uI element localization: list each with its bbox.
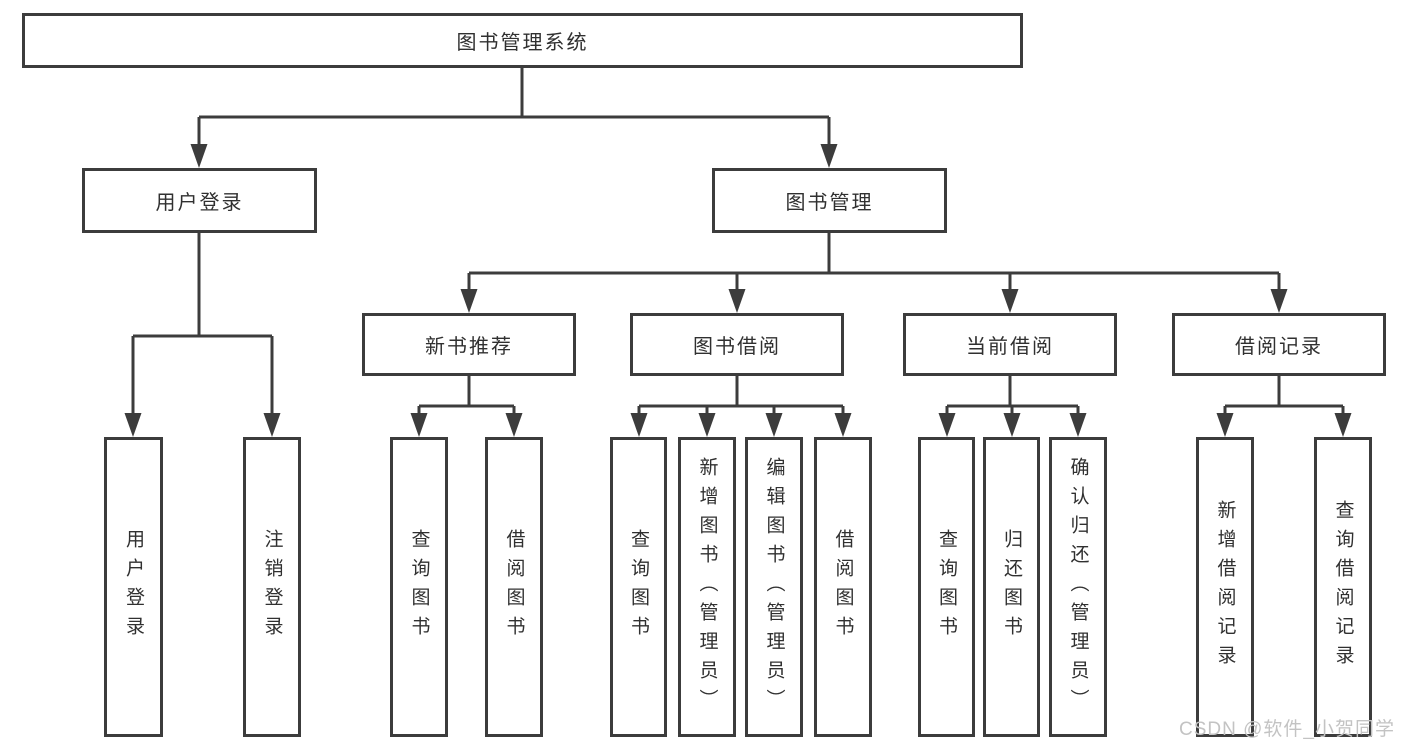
leaf-borrow-edit-book-admin: 编辑图书（管理员） [745,437,803,737]
node-user-login-label: 用户登录 [155,192,244,214]
node-borrow-record-label: 借阅记录 [1235,336,1323,358]
leaf-borrow-query-book: 查询图书 [610,437,667,737]
leaf-borrow-add-book-admin: 新增图书（管理员） [678,437,736,737]
node-current-borrow: 当前借阅 [903,313,1117,376]
node-book-management-label: 图书管理 [785,192,874,214]
leaf-borrow-borrow-book: 借阅图书 [814,437,872,737]
leaf-logout: 注销登录 [243,437,301,737]
leaf-borrow-add-book-admin-label: 新增图书（管理员） [696,456,718,718]
node-new-book-recommend-label: 新书推荐 [425,336,513,358]
leaf-user-login-label: 用户登录 [123,529,144,645]
node-root-label: 图书管理系统 [456,32,589,54]
leaf-newbook-query-book-label: 查询图书 [408,529,430,645]
leaf-record-add-borrow-record: 新增借阅记录 [1196,437,1254,737]
leaf-record-query-borrow-record: 查询借阅记录 [1314,437,1372,737]
node-book-management: 图书管理 [712,168,947,233]
node-borrow-record: 借阅记录 [1172,313,1386,376]
leaf-record-query-borrow-record-label: 查询借阅记录 [1332,500,1354,674]
leaf-current-confirm-return-admin: 确认归还（管理员） [1049,437,1107,737]
node-current-borrow-label: 当前借阅 [966,336,1054,358]
leaf-newbook-borrow-book-label: 借阅图书 [503,529,525,645]
leaf-current-return-book: 归还图书 [983,437,1040,737]
node-book-borrow-label: 图书借阅 [693,336,781,358]
leaf-current-query-book-label: 查询图书 [936,529,957,645]
leaf-current-return-book-label: 归还图书 [1001,529,1022,645]
node-root: 图书管理系统 [22,13,1023,68]
leaf-user-login: 用户登录 [104,437,163,737]
leaf-current-query-book: 查询图书 [918,437,975,737]
leaf-newbook-borrow-book: 借阅图书 [485,437,543,737]
leaf-logout-label: 注销登录 [261,529,283,645]
leaf-borrow-query-book-label: 查询图书 [628,529,649,645]
leaf-record-add-borrow-record-label: 新增借阅记录 [1214,500,1236,674]
node-book-borrow: 图书借阅 [630,313,844,376]
leaf-current-confirm-return-admin-label: 确认归还（管理员） [1067,456,1089,718]
leaf-borrow-edit-book-admin-label: 编辑图书（管理员） [763,456,785,718]
csdn-watermark: CSDN @软件_小贺同学 [1179,719,1395,740]
leaf-newbook-query-book: 查询图书 [390,437,448,737]
leaf-borrow-borrow-book-label: 借阅图书 [832,529,854,645]
node-new-book-recommend: 新书推荐 [362,313,576,376]
node-user-login: 用户登录 [82,168,317,233]
